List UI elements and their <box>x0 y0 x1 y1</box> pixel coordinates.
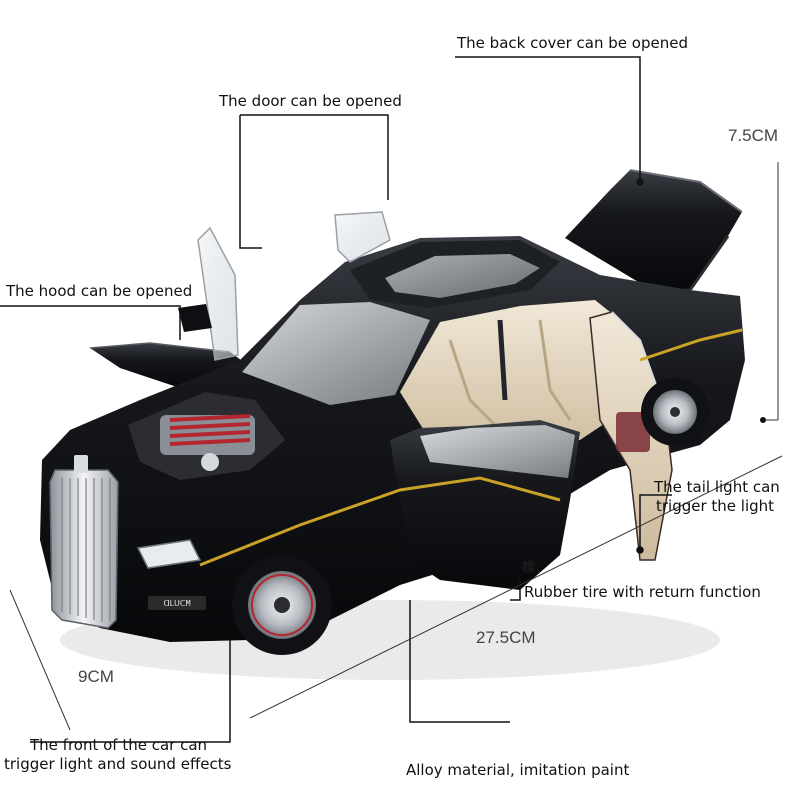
trunk-lid-edge <box>629 169 743 213</box>
front-door-glass <box>197 226 239 361</box>
license-plate-text: ᗡᒪᑌᑕM <box>163 599 190 608</box>
leader-tire <box>510 573 521 601</box>
grille-emblem <box>74 455 88 473</box>
leader-lines <box>0 56 672 743</box>
label-material: Alloy material, imitation paint <box>406 761 630 779</box>
label-door: The door can be opened <box>219 92 402 110</box>
label-tire: Rubber tire with return function <box>524 583 761 601</box>
label-tire-prefix: 橡: <box>522 560 541 576</box>
trunk-lid <box>565 170 742 292</box>
sunroof-glass <box>385 254 540 298</box>
accent-stripe-rear <box>639 328 743 362</box>
label-front-line1: The front of the car can <box>30 736 208 754</box>
leader-tail-light <box>639 494 672 548</box>
dimension-length: 27.5CM <box>476 628 536 647</box>
leader-material <box>409 600 510 723</box>
leader-back-cover <box>455 56 641 178</box>
license-plate <box>148 596 206 610</box>
length-dimension-line <box>249 455 783 719</box>
label-tail-light-line1: The tail light can <box>654 478 780 496</box>
rear-wheel <box>641 378 709 446</box>
dimension-height: 7.5CM <box>728 126 779 145</box>
windshield <box>242 302 430 405</box>
leader-hood <box>0 305 181 340</box>
dimension-width: 9CM <box>78 667 114 686</box>
leader-front <box>30 640 231 743</box>
leader-door <box>240 114 389 200</box>
label-hood: The hood can be opened <box>6 282 193 300</box>
label-back-cover: The back cover can be opened <box>457 34 688 52</box>
front-wheel <box>232 555 332 655</box>
side-door-window <box>420 425 575 478</box>
width-dimension-line <box>9 589 71 731</box>
engine-block <box>160 414 255 471</box>
upper-door-glass <box>334 211 391 263</box>
accent-stripe <box>199 476 561 567</box>
front-grille <box>49 469 119 629</box>
front-door-mirror <box>178 304 212 332</box>
headlight <box>136 539 202 569</box>
label-tail-light-line2: trigger the light <box>656 497 775 515</box>
label-front-line2: trigger light and sound effects <box>4 755 232 773</box>
